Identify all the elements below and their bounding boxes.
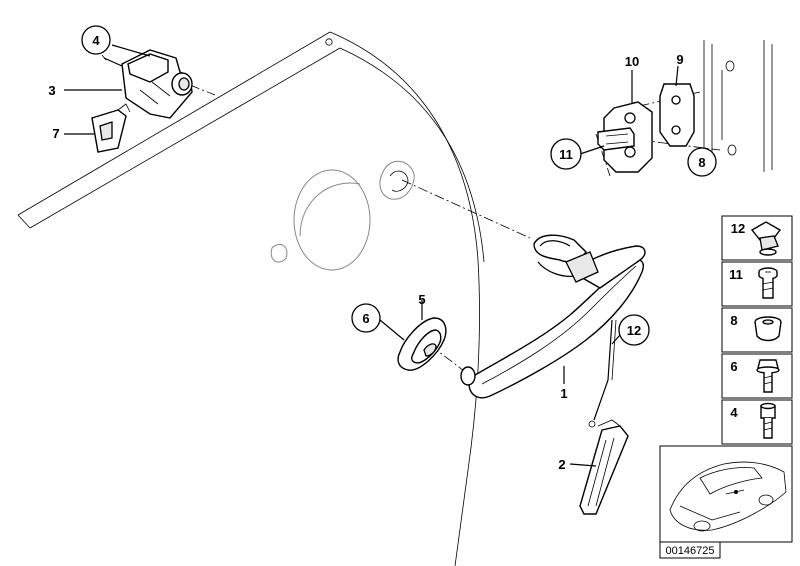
callout-11-label: 11 — [559, 147, 573, 162]
callout-10-label: 10 — [625, 54, 639, 69]
callout-7-label: 7 — [52, 126, 59, 141]
door-frame-edge — [703, 40, 773, 172]
callout-4: 4 — [81, 25, 111, 55]
parts-column-label-11: 11 — [729, 267, 743, 282]
callout-9: 9 — [676, 52, 683, 67]
callout-5: 5 — [418, 292, 425, 307]
lock-cylinder-housing — [101, 49, 193, 119]
callout-8-label: 8 — [698, 155, 705, 170]
callout-4-label: 4 — [92, 33, 100, 48]
callout-3-label: 3 — [48, 83, 55, 98]
small-part-cell — [721, 399, 793, 445]
handle-bracket — [579, 419, 629, 515]
callout-1-label: 1 — [560, 386, 567, 401]
leader-lines — [64, 44, 707, 467]
callout-3: 3 — [48, 83, 55, 98]
callout-6: 6 — [351, 303, 381, 333]
callout-2: 2 — [558, 457, 565, 472]
door-striker — [597, 83, 695, 173]
diagram-reference-number: 00146725 — [666, 545, 715, 557]
callout-7: 7 — [52, 126, 59, 141]
parts-column-label-6: 6 — [730, 359, 737, 374]
callout-12: 12 — [618, 314, 650, 346]
torx-bolt-icon — [758, 267, 778, 299]
grommet-icon — [754, 316, 782, 342]
parts-column-label-8: 8 — [730, 313, 737, 328]
callout-10: 10 — [625, 54, 639, 69]
small-part-cell — [721, 261, 793, 307]
hex-bolt-icon — [756, 359, 780, 393]
small-part-cell — [721, 353, 793, 399]
callout-9-label: 9 — [676, 52, 683, 67]
callout-2-label: 2 — [558, 457, 565, 472]
car-icon — [669, 461, 787, 532]
handle-gasket — [397, 317, 447, 371]
callout-5-label: 5 — [418, 292, 425, 307]
door-handle — [460, 234, 646, 428]
parts-column-label-12: 12 — [731, 221, 745, 236]
small-parts-column: 12 11 8 6 4 — [721, 215, 793, 445]
car-location-thumbnail: 00146725 — [659, 445, 793, 559]
clip-part — [91, 103, 131, 153]
small-part-cell — [721, 215, 793, 261]
callout-6-label: 6 — [362, 311, 369, 326]
callout-1: 1 — [560, 386, 567, 401]
callout-11: 11 — [550, 138, 582, 170]
door-lock-opening — [270, 160, 415, 271]
door-outline — [17, 31, 485, 566]
socket-screw-icon — [760, 402, 776, 439]
callout-8: 8 — [687, 147, 717, 177]
clip-nut-icon — [750, 221, 782, 256]
callout-12-label: 12 — [627, 323, 641, 338]
parts-column-label-4: 4 — [730, 405, 738, 420]
